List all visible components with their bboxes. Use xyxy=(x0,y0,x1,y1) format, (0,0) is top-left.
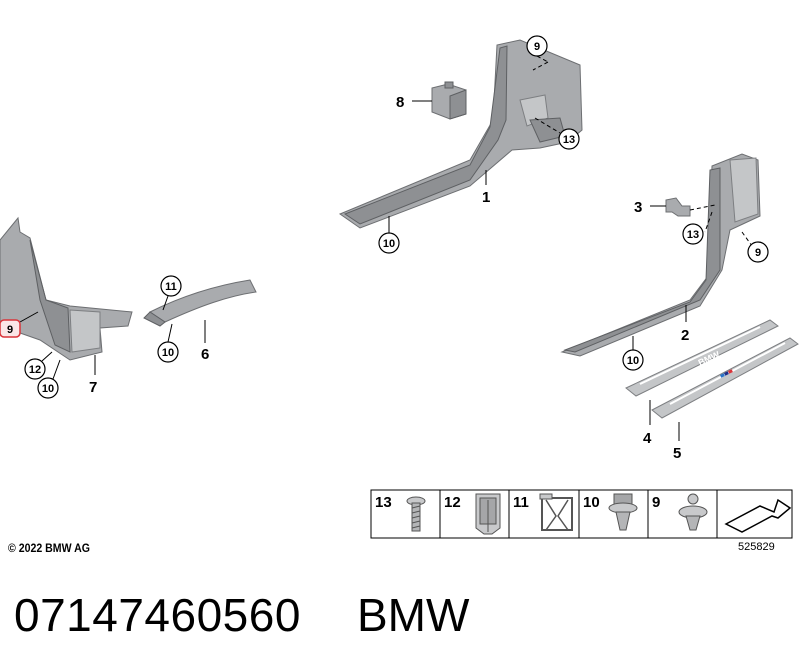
callout-8: 8 xyxy=(396,94,404,111)
callout-4: 4 xyxy=(643,430,652,447)
part-1-sill-trim[interactable] xyxy=(338,39,583,229)
diagram-number: 525829 xyxy=(738,541,775,553)
part-5-sill-plate-m[interactable] xyxy=(651,337,799,419)
arrow-forward-icon[interactable] xyxy=(724,498,792,533)
sill-logo: BMW xyxy=(697,349,722,368)
circled-9-top: 9 xyxy=(534,41,540,53)
spring-clip-icon xyxy=(539,493,573,531)
circled-9-right: 9 xyxy=(755,247,761,259)
fastener-legend: 13 12 11 10 9 xyxy=(370,489,793,539)
push-rivet-icon xyxy=(678,493,708,531)
callout-7: 7 xyxy=(89,379,97,396)
screw-icon xyxy=(406,496,426,532)
part-3-bracket[interactable] xyxy=(665,197,691,217)
callout-5: 5 xyxy=(673,445,681,462)
clip-nut-icon xyxy=(475,493,501,535)
circled-10-part6: 10 xyxy=(162,347,174,359)
brand-name: BMW xyxy=(357,589,470,641)
part-4-sill-plate[interactable]: BMW xyxy=(625,319,779,397)
part-7-pillar-trim[interactable] xyxy=(0,216,133,361)
part-8-foam-block[interactable] xyxy=(431,81,467,120)
legend-10-label: 10 xyxy=(583,494,600,511)
circled-9-highlighted[interactable]: 9 xyxy=(7,324,13,336)
circled-10-part7: 10 xyxy=(42,383,54,395)
legend-11-label: 11 xyxy=(513,494,529,511)
copyright-text: © 2022 BMW AG xyxy=(8,541,90,555)
legend-12-label: 12 xyxy=(444,494,461,511)
callout-2: 2 xyxy=(681,327,689,344)
circled-13-right: 13 xyxy=(687,229,699,241)
circled-10-part1: 10 xyxy=(383,238,395,250)
part-6-trim-strip[interactable] xyxy=(143,279,257,327)
circled-13-top: 13 xyxy=(563,134,575,146)
part-2-right-sill-trim[interactable] xyxy=(560,153,761,357)
part-number: 07147460560 xyxy=(14,589,301,641)
callout-6: 6 xyxy=(201,346,209,363)
legend-9-label: 9 xyxy=(652,494,660,511)
expanding-rivet-icon xyxy=(608,493,638,531)
circled-10-part2: 10 xyxy=(627,355,639,367)
callout-3: 3 xyxy=(634,199,642,216)
circled-11: 11 xyxy=(165,281,177,293)
circled-12: 12 xyxy=(29,364,41,376)
legend-13-label: 13 xyxy=(375,494,392,511)
callout-1: 1 xyxy=(482,189,490,206)
